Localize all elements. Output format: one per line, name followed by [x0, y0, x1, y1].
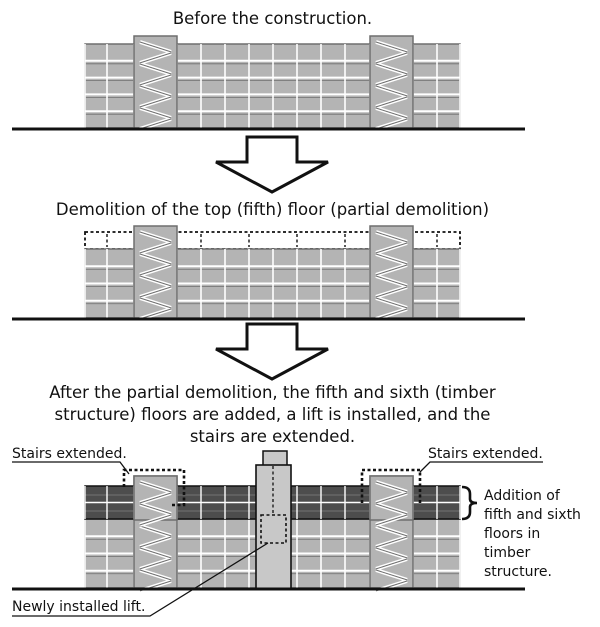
- before-right-stair-flight: [375, 41, 408, 130]
- after-left-upper-stair-flight: [139, 481, 172, 526]
- label-addition-line-4: timber: [484, 545, 531, 561]
- leader-left-stairs: [12, 461, 130, 475]
- caption-after-line-3: stairs are extended.: [189, 427, 356, 446]
- leader-lift: [12, 542, 269, 617]
- caption-demolition: Demolition of the top (fifth) floor (par…: [55, 200, 490, 219]
- demolition-right-stair-flight: [375, 231, 408, 320]
- demolition-left-stair-flight: [139, 231, 172, 320]
- caption-before: Before the construction.: [172, 9, 373, 28]
- lift-tower: [255, 464, 292, 590]
- label-newly-installed-lift: Newly installed lift.: [12, 599, 146, 615]
- before-left-stair-flight: [139, 41, 172, 130]
- caption-after-line-2: structure) floors are added, a lift is i…: [54, 405, 491, 424]
- label-addition-line-1: Addition of: [484, 488, 560, 504]
- leader-right-stairs: [419, 461, 543, 473]
- left-stair-extension-outline: [122, 468, 186, 507]
- right-stair-extension-outline: [360, 468, 422, 505]
- second-down-arrow: [215, 322, 329, 381]
- lift-machine-room: [262, 450, 288, 467]
- label-stairs-extended-left: Stairs extended.: [12, 446, 127, 462]
- label-addition-line-3: floors in: [484, 526, 541, 542]
- caption-after-line-1: After the partial demolition, the fifth …: [49, 383, 496, 402]
- after-right-upper-stair-flight: [375, 481, 408, 526]
- label-stairs-extended-right: Stairs extended.: [428, 446, 543, 462]
- first-down-arrow: [215, 135, 329, 194]
- label-addition-line-2: fifth and sixth: [484, 507, 581, 523]
- label-addition-line-5: structure.: [484, 564, 552, 580]
- lift-car-outline: [260, 514, 287, 544]
- addition-bracket: [461, 485, 478, 521]
